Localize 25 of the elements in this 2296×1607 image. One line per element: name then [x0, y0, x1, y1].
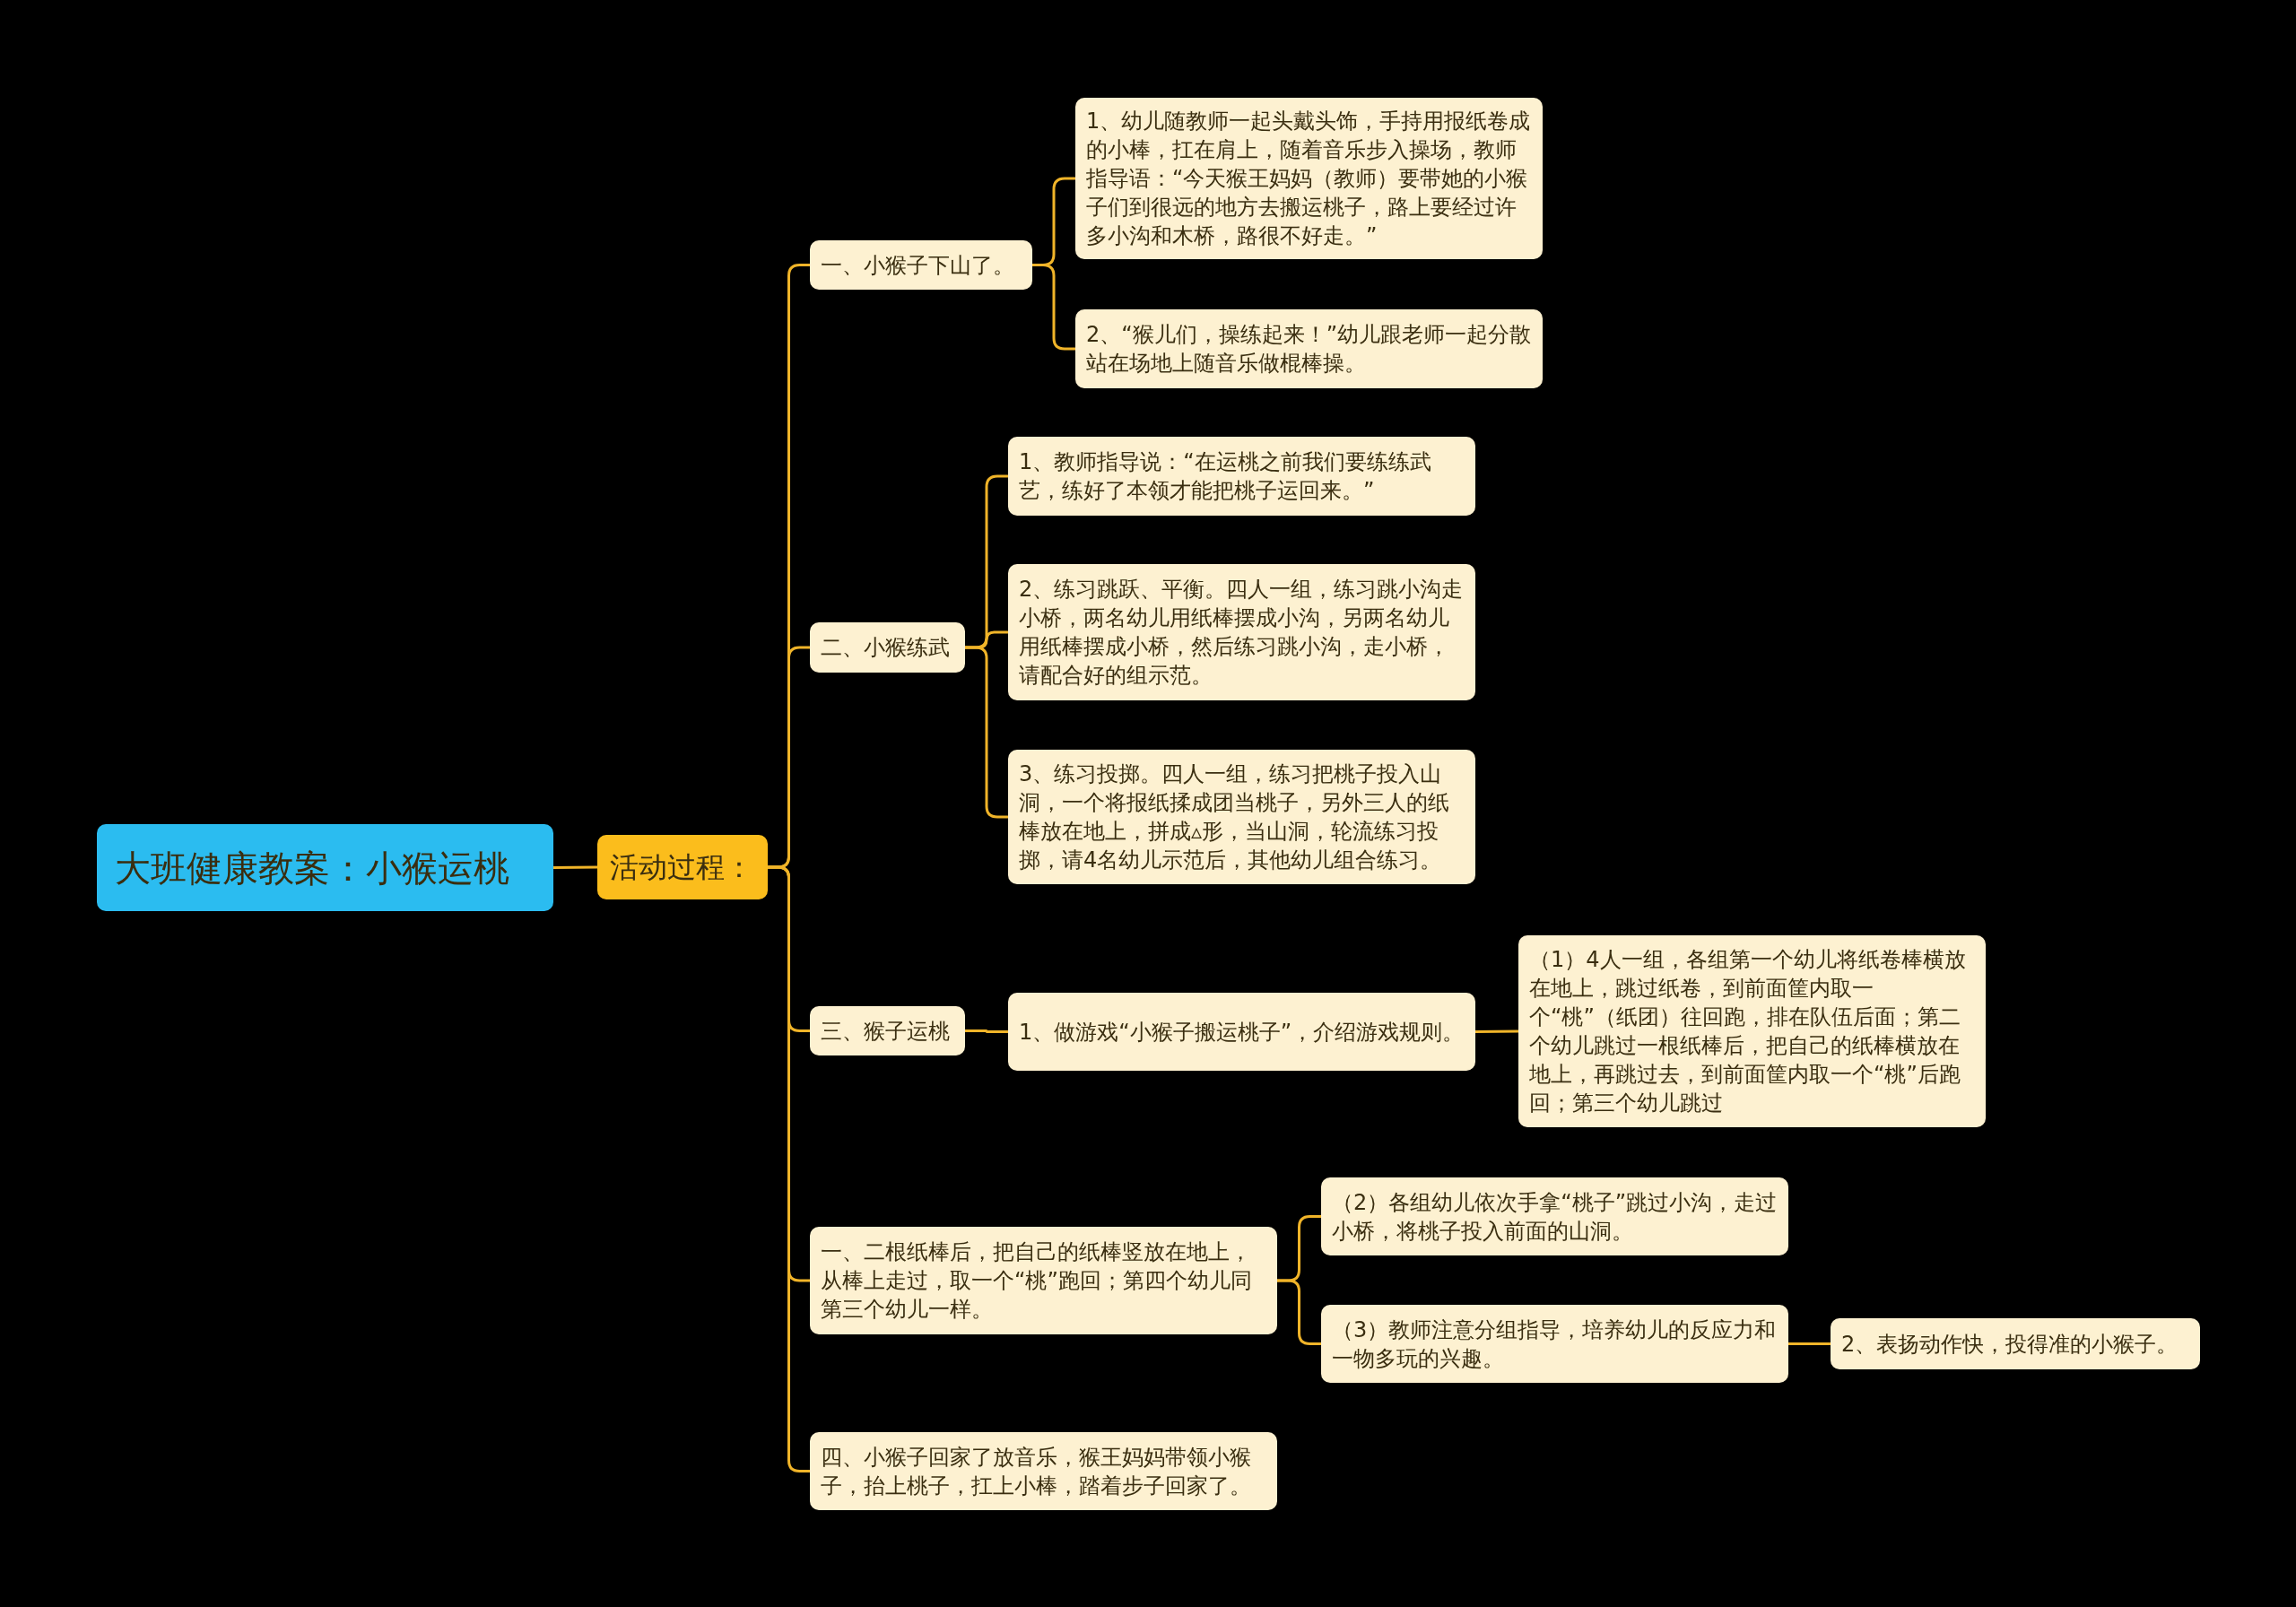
connector-line: [553, 865, 597, 869]
detail-box: 2、练习跳跃、平衡。四人一组，练习跳小沟走小桥，两名幼儿用纸棒摆成小沟，另两名幼儿用纸棒摆成小桥，然后练习跳小沟，走小桥，请配合好的组示范。: [1008, 564, 1475, 700]
detail-box: 1、做游戏“小猴子搬运桃子”，介绍游戏规则。: [1008, 993, 1475, 1071]
detail-box: 2、表扬动作快，投得准的小猴子。: [1831, 1318, 2200, 1369]
subtopic-box: 一、二根纸棒后，把自己的纸棒竖放在地上，从棒上走过，取一个“桃”跑回；第四个幼儿同第三个幼儿一样。: [810, 1227, 1277, 1334]
detail-box: 2、“猴儿们，操练起来！”幼儿跟老师一起分散站在场地上随音乐做棍棒操。: [1075, 309, 1543, 388]
detail-box: 3、练习投掷。四人一组，练习把桃子投入山洞，一个将报纸揉成团当桃子，另外三人的纸棒放在地上，拼成▵形，当山洞，轮流练习投掷，请4名幼儿示范后，其他幼儿组合练习。: [1008, 750, 1475, 884]
detail-box: 1、幼儿随教师一起头戴头饰，手持用报纸卷成的小棒，扛在肩上，随着音乐步入操场，教师指导语：“今天猴王妈妈（教师）要带她的小猴子们到很远的地方去搬运桃子，路上要经过许多小沟和木桥，路很不好走。”: [1075, 98, 1543, 259]
subtopic-box: 一、小猴子下山了。: [810, 240, 1032, 290]
main-topic-box: 活动过程：: [597, 835, 768, 899]
detail-box: 1、教师指导说：“在运桃之前我们要练练武艺，练好了本领才能把桃子运回来。”: [1008, 437, 1475, 516]
connector-line: [1032, 264, 1075, 351]
detail-box: （2）各组幼儿依次手拿“桃子”跳过小沟，走过小桥，将桃子投入前面的山洞。: [1321, 1177, 1788, 1255]
detail-box: （3）教师注意分组指导，培养幼儿的反应力和一物多玩的兴趣。: [1321, 1305, 1788, 1383]
detail-box: （1）4人一组，各组第一个幼儿将纸卷棒横放在地上，跳过纸卷，到前面筐内取一个“桃”（纸团）往回跑，排在队伍后面；第二个幼儿跳过一根纸棒后，把自己的纸棒横放在地上，再跳过去，到前面筐内取一个“桃”后跑回；第三个幼儿跳过: [1518, 935, 1986, 1127]
connector-line: [965, 646, 1008, 819]
subtopic-box: 二、小猴练武: [810, 622, 965, 673]
connector-line: [768, 865, 810, 1472]
subtopic-box: 四、小猴子回家了放音乐，猴王妈妈带领小猴子，抬上桃子，扛上小棒，踏着步子回家了。: [810, 1432, 1277, 1510]
central-topic-box: 大班健康教案：小猴运桃: [97, 824, 553, 911]
connector-line: [965, 1029, 1008, 1033]
connector-line: [1475, 1029, 1518, 1033]
subtopic-box: 三、猴子运桃: [810, 1006, 965, 1055]
connector-line: [1788, 1342, 1831, 1345]
connector-line: [1277, 1279, 1321, 1345]
